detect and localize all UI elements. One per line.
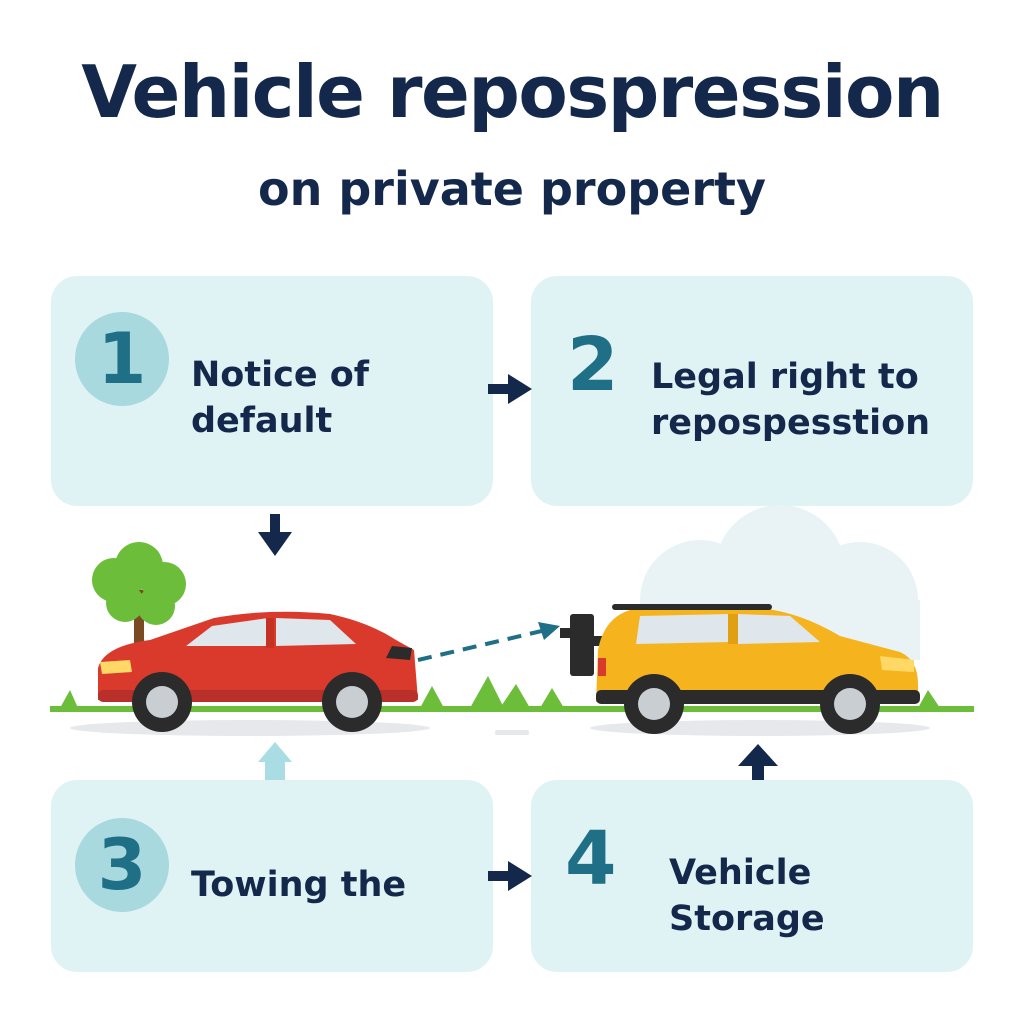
arrow-right-icon — [488, 861, 532, 891]
arrow-up-icon — [258, 742, 292, 780]
step-label-1-line-2: default — [191, 401, 333, 441]
step-label-2-line-1: Legal right to — [651, 357, 919, 397]
arrow-right-icon — [488, 374, 532, 404]
step-number-4: 4 — [565, 816, 617, 902]
arrow-up-icon — [738, 744, 778, 780]
step-label-2-line-2: repospesstion — [651, 403, 931, 443]
step-label-1: Notice of default — [191, 352, 369, 444]
grass-icon — [60, 676, 940, 708]
step-box-2: 2 Legal right to repospesstion — [531, 276, 973, 506]
page-subtitle: on private property — [258, 162, 766, 216]
car-shadow — [70, 720, 430, 736]
page-title: Vehicle repospression — [81, 50, 944, 134]
arrow-down-icon — [258, 514, 292, 556]
step-box-3: 3 Towing the — [51, 780, 493, 972]
step-label-4-line-1: Vehicle — [669, 853, 812, 893]
step-number-3: 3 — [75, 818, 169, 912]
step-box-1: 1 Notice of default — [51, 276, 493, 506]
step-label-2: Legal right to repospesstion — [651, 354, 930, 446]
red-car-icon — [98, 611, 418, 732]
step-label-3: Towing the — [191, 862, 406, 908]
yellow-suv-icon — [596, 604, 920, 734]
step-number-2: 2 — [567, 322, 619, 408]
ground-line — [50, 706, 974, 712]
step-label-4: Vehicle Storage — [669, 850, 825, 942]
step-number-1: 1 — [75, 312, 169, 406]
road-mark — [495, 730, 529, 735]
car-shadow — [590, 720, 930, 736]
step-label-3-line-1: Towing the — [191, 865, 407, 905]
arrow-down-icon — [738, 512, 778, 558]
step-box-4: 4 Vehicle Storage — [531, 780, 973, 972]
step-label-1-line-1: Notice of — [191, 355, 370, 395]
tow-hitch-icon — [560, 614, 606, 676]
cloud-icon — [640, 505, 920, 660]
step-label-4-line-2: Storage — [669, 899, 825, 939]
tree-icon — [92, 542, 186, 650]
tow-line — [417, 622, 560, 662]
